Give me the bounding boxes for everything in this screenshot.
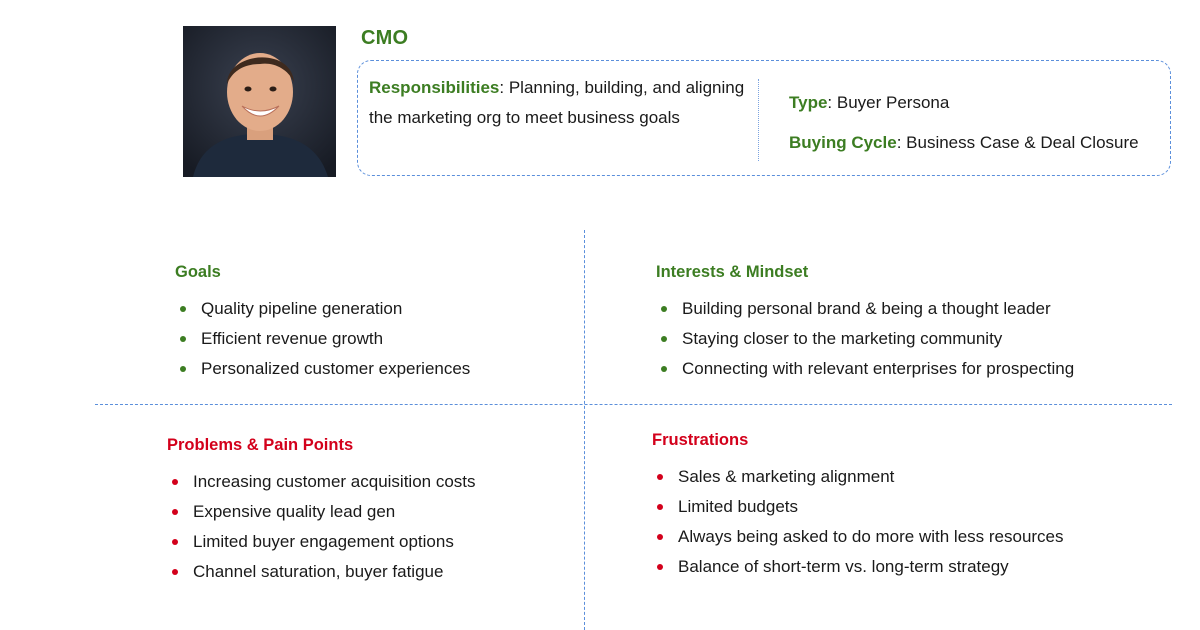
list-item: Expensive quality lead gen <box>167 497 507 527</box>
bullet-icon <box>180 306 186 312</box>
bullet-icon <box>180 336 186 342</box>
persona-info-box: Responsibilities: Planning, building, an… <box>357 60 1171 176</box>
persona-meta: Type: Buyer Persona Buying Cycle: Busine… <box>789 83 1139 163</box>
bullet-icon <box>661 336 667 342</box>
interests-list: Building personal brand & being a though… <box>656 294 1176 384</box>
list-item: Always being asked to do more with less … <box>652 522 1172 552</box>
responsibilities-text: Planning, building, and aligning the mar… <box>369 78 745 127</box>
quadrant-horizontal-divider <box>95 404 1172 405</box>
bullet-icon <box>657 564 663 570</box>
bullet-icon <box>657 474 663 480</box>
problems-section: Problems & Pain Points Increasing custom… <box>167 436 507 587</box>
frustrations-list: Sales & marketing alignment Limited budg… <box>652 462 1172 582</box>
bullet-icon <box>172 509 178 515</box>
list-item: Limited budgets <box>652 492 1172 522</box>
list-item: Balance of short-term vs. long-term stra… <box>652 552 1172 582</box>
buying-cycle-label: Buying Cycle <box>789 133 897 152</box>
list-item: Limited buyer engagement options <box>167 527 507 557</box>
type-label: Type <box>789 93 828 112</box>
responsibilities: Responsibilities: Planning, building, an… <box>369 78 745 127</box>
goals-list: Quality pipeline generation Efficient re… <box>175 294 575 384</box>
interests-section: Interests & Mindset Building personal br… <box>656 263 1176 384</box>
bullet-icon <box>172 569 178 575</box>
list-item: Increasing customer acquisition costs <box>167 467 507 497</box>
bullet-icon <box>661 306 667 312</box>
persona-photo <box>183 26 336 177</box>
list-item: Channel saturation, buyer fatigue <box>167 557 507 587</box>
problems-list: Increasing customer acquisition costs Ex… <box>167 467 507 587</box>
interests-heading: Interests & Mindset <box>656 263 809 281</box>
list-item: Quality pipeline generation <box>175 294 575 324</box>
list-item: Connecting with relevant enterprises for… <box>656 354 1176 384</box>
quadrant-vertical-divider <box>584 230 585 630</box>
frustrations-heading: Frustrations <box>652 431 749 449</box>
bullet-icon <box>172 539 178 545</box>
list-item: Efficient revenue growth <box>175 324 575 354</box>
responsibilities-label: Responsibilities <box>369 78 500 97</box>
buying-cycle-value: Business Case & Deal Closure <box>906 133 1139 152</box>
list-item: Building personal brand & being a though… <box>656 294 1176 324</box>
bullet-icon <box>172 479 178 485</box>
person-illustration <box>183 26 336 177</box>
frustrations-section: Frustrations Sales & marketing alignment… <box>652 431 1172 582</box>
bullet-icon <box>657 504 663 510</box>
bullet-icon <box>657 534 663 540</box>
buying-cycle-row: Buying Cycle: Business Case & Deal Closu… <box>789 133 1139 152</box>
list-item: Staying closer to the marketing communit… <box>656 324 1176 354</box>
type-value: Buyer Persona <box>836 93 950 112</box>
list-item: Personalized customer experiences <box>175 354 575 384</box>
bullet-icon <box>180 366 186 372</box>
goals-heading: Goals <box>175 263 221 281</box>
info-divider <box>758 79 759 161</box>
list-item: Sales & marketing alignment <box>652 462 1172 492</box>
goals-section: Goals Quality pipeline generation Effici… <box>175 263 575 384</box>
type-row: Type: Buyer Persona <box>789 93 950 112</box>
persona-title: CMO <box>361 27 409 49</box>
bullet-icon <box>661 366 667 372</box>
problems-heading: Problems & Pain Points <box>167 436 354 454</box>
